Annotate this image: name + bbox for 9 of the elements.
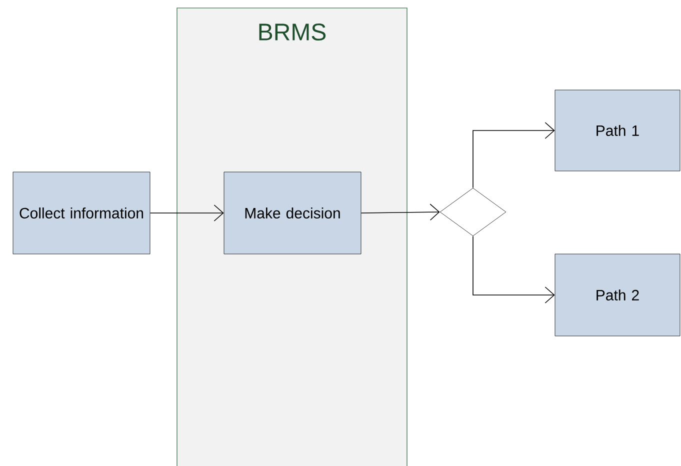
process-box: Collect information: [12, 172, 150, 254]
decision-diamond: [440, 188, 506, 236]
process-box: Path 2: [554, 254, 680, 336]
arrow: [150, 204, 224, 222]
arrow: [472, 122, 555, 188]
process-box: Path 1: [554, 90, 680, 172]
arrow: [472, 236, 555, 304]
process-box: Make decision: [224, 172, 362, 254]
arrow: [360, 204, 440, 221]
